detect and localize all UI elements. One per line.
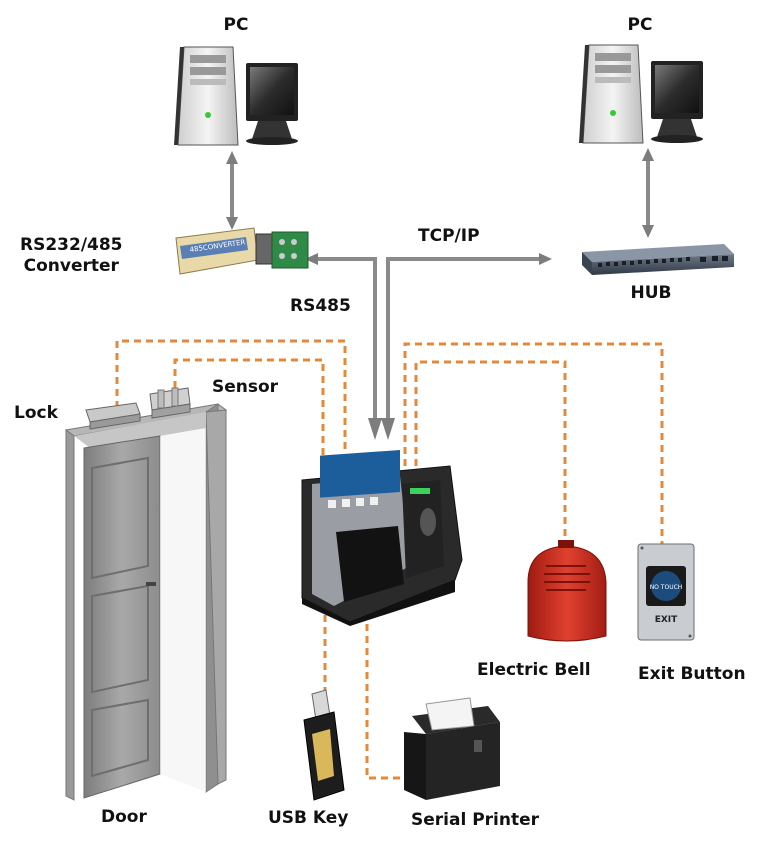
pc-right-label: PC	[627, 15, 653, 35]
door-label: Door	[101, 807, 147, 827]
exit-plate-text: EXIT	[655, 615, 678, 625]
arrow-pcl-up	[226, 151, 238, 164]
tcpip-cable	[386, 257, 540, 420]
pc-left-label: PC	[223, 15, 249, 35]
arrow-pcr-down	[642, 225, 654, 238]
sensor-wire	[173, 358, 325, 478]
dashed-wires	[115, 339, 664, 780]
terminal-device-icon	[301, 450, 463, 626]
arrow-pcr-up	[642, 148, 654, 161]
converter-label-line1: RS232/485	[20, 235, 123, 255]
bell-wire	[414, 360, 567, 552]
sensor-label: Sensor	[212, 377, 279, 397]
exit-button-label: Exit Button	[638, 664, 746, 684]
exit-button-face-text: NO TOUCH	[650, 584, 683, 591]
converter-label: RS232/485 Converter	[20, 235, 123, 277]
arrow-rs485-down	[368, 418, 382, 440]
arrow-to-hub	[539, 253, 552, 265]
hub-icon	[582, 244, 734, 275]
lock-label: Lock	[14, 403, 58, 423]
lock-wire	[115, 339, 347, 478]
pc-right-icon	[579, 44, 703, 144]
pc-left-icon	[174, 46, 298, 146]
usb-key-label: USB Key	[268, 808, 349, 828]
hub-label: HUB	[630, 283, 672, 303]
electric-bell-icon	[527, 540, 607, 642]
printer-wire	[365, 612, 404, 780]
rs485-cable	[314, 257, 377, 420]
arrowheads	[226, 148, 654, 440]
exit-button-icon: NO TOUCH EXIT	[637, 543, 695, 641]
arrow-pcl-down	[226, 217, 238, 230]
exit-button-wire	[403, 342, 664, 547]
communication-cables	[230, 160, 650, 420]
usb-key-icon	[303, 689, 345, 801]
door-icon	[64, 403, 228, 801]
lock-icon	[85, 402, 141, 430]
tcpip-label: TCP/IP	[418, 226, 480, 246]
sensor-icon	[149, 387, 191, 419]
electric-bell-label: Electric Bell	[477, 660, 591, 680]
converter-icon: 485CONVERTER	[175, 227, 309, 275]
serial-printer-icon	[404, 697, 500, 800]
arrow-tcpip-down	[381, 418, 395, 440]
converter-label-line2: Converter	[23, 256, 119, 276]
arrow-to-converter	[305, 253, 318, 265]
serial-printer-label: Serial Printer	[411, 810, 540, 830]
rs485-label: RS485	[290, 296, 351, 316]
